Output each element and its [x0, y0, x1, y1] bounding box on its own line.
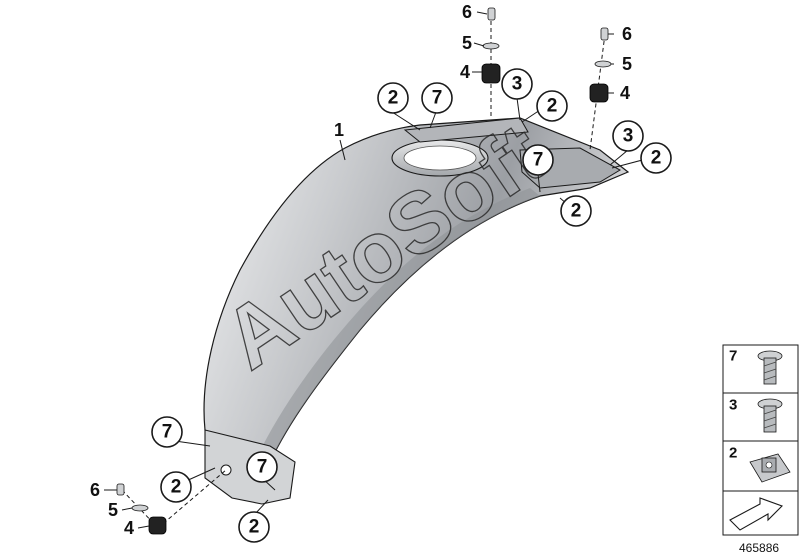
pin-icon [600, 27, 609, 41]
arrow-icon [729, 497, 783, 531]
hardware-top-center [481, 7, 501, 118]
svg-text:2: 2 [571, 201, 582, 222]
screw-icon [757, 398, 783, 433]
svg-text:3: 3 [512, 74, 523, 95]
svg-text:7: 7 [162, 422, 173, 443]
callout-1: 1 [334, 120, 344, 140]
rubber-mount-icon [589, 83, 609, 103]
legend-number-7: 7 [729, 348, 737, 365]
washer-icon [131, 504, 149, 512]
callout-4-right: 4 [620, 83, 630, 103]
washer-icon [482, 42, 500, 50]
pin-icon [116, 483, 125, 496]
svg-text:2: 2 [171, 477, 182, 498]
legend-number-2: 2 [729, 445, 737, 462]
pin-icon [487, 7, 496, 21]
hardware-top-right [589, 27, 612, 151]
callout-7-a: 7 [421, 82, 453, 114]
legend-panel: 7 3 2 [722, 344, 799, 536]
callout-2-a: 2 [377, 82, 409, 114]
legend-number-3: 3 [729, 397, 737, 414]
callout-5-left: 5 [108, 500, 118, 520]
callout-5-top: 5 [462, 33, 472, 53]
callout-3-b: 3 [612, 120, 644, 152]
rubber-mount-icon [481, 63, 501, 84]
callout-6-top: 6 [462, 2, 472, 22]
callout-6-right: 6 [622, 24, 632, 44]
callout-5-right: 5 [622, 54, 632, 74]
svg-text:2: 2 [547, 96, 558, 117]
callout-2-e: 2 [160, 471, 192, 503]
callout-4-top: 4 [460, 62, 470, 82]
callout-2-c: 2 [560, 195, 592, 227]
callout-4-left: 4 [124, 518, 134, 538]
svg-text:2: 2 [249, 517, 260, 538]
washer-icon [594, 60, 612, 68]
hardware-bottom-left [116, 469, 227, 535]
speed-nut-icon [749, 453, 791, 483]
reference-number: 465886 [739, 541, 779, 555]
svg-text:7: 7 [257, 457, 268, 478]
svg-text:2: 2 [388, 88, 399, 109]
svg-text:7: 7 [533, 150, 544, 171]
callout-2-f: 2 [238, 511, 270, 543]
callout-3-a: 3 [501, 68, 533, 100]
callout-6-left: 6 [90, 480, 100, 500]
callout-2-b: 2 [536, 90, 568, 122]
svg-text:2: 2 [651, 148, 662, 169]
callout-2-d: 2 [640, 142, 672, 174]
callout-7-d: 7 [246, 451, 278, 483]
rubber-mount-icon [148, 516, 167, 535]
svg-text:3: 3 [623, 126, 634, 147]
callout-7-c: 7 [151, 416, 183, 448]
svg-text:7: 7 [432, 88, 443, 109]
torx-screw-icon [757, 350, 783, 385]
callout-7-b: 7 [522, 144, 554, 176]
